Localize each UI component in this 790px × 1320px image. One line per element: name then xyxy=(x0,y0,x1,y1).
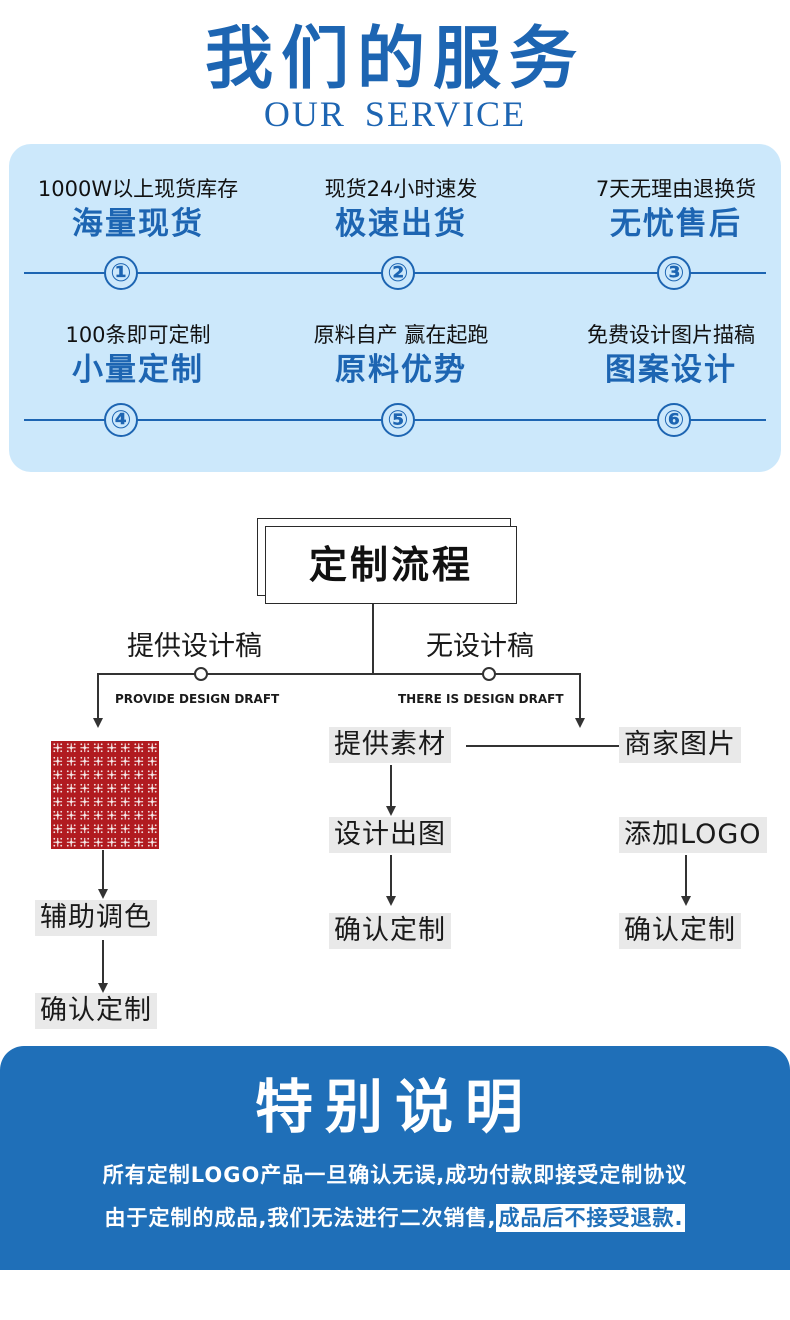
arrow-down-icon xyxy=(98,889,108,899)
service-title: 图案设计 xyxy=(605,352,737,388)
flow-line xyxy=(466,745,619,747)
service-subtitle: 原料自产 赢在起跑 xyxy=(313,323,489,347)
special-note-line-1: 所有定制LOGO产品一旦确认无误,成功付款即接受定制协议 xyxy=(102,1163,688,1187)
step-number-badge: ⑤ xyxy=(381,403,415,437)
service-item-stock: 1000W以上现货库存 海量现货 xyxy=(18,176,258,244)
design-pattern-sample xyxy=(51,741,159,849)
flow-line xyxy=(102,850,104,890)
branch-label-with-draft: 提供设计稿 xyxy=(127,631,262,662)
snowflake-pattern-icon xyxy=(51,741,159,849)
flow-line xyxy=(390,765,392,807)
page-title: 我们的服务 xyxy=(204,20,585,99)
flow-line xyxy=(102,940,104,984)
service-item-shipping: 现货24小时速发 极速出货 xyxy=(281,176,521,244)
flow-line xyxy=(97,673,99,719)
arrow-down-icon xyxy=(386,806,396,816)
page-subtitle: OUR SERVICE xyxy=(263,94,527,134)
service-title: 原料优势 xyxy=(335,352,467,388)
service-item-design: 免费设计图片描稿 图案设计 xyxy=(551,322,790,390)
flow-line xyxy=(372,604,374,674)
step-number-badge: ⑥ xyxy=(657,403,691,437)
special-note-title: 特别说明 xyxy=(254,1073,535,1141)
flow-node-dot xyxy=(194,667,208,681)
step-confirm-order: 确认定制 xyxy=(35,993,157,1029)
branch-label-en: PROVIDE DESIGN DRAFT xyxy=(115,692,280,706)
service-title: 无忧售后 xyxy=(610,206,742,242)
service-title: 极速出货 xyxy=(335,206,467,242)
process-title: 定制流程 xyxy=(265,526,517,604)
service-subtitle: 100条即可定制 xyxy=(65,323,211,347)
step-number-badge: ① xyxy=(104,256,138,290)
no-refund-highlight: 成品后不接受退款. xyxy=(496,1204,686,1232)
service-title: 海量现货 xyxy=(72,206,204,242)
special-note-line-2: 由于定制的成品,我们无法进行二次销售,成品后不接受退款. xyxy=(0,1203,790,1233)
step-confirm-order: 确认定制 xyxy=(619,913,741,949)
step-color-assist: 辅助调色 xyxy=(35,900,157,936)
service-item-raw-material: 原料自产 赢在起跑 原料优势 xyxy=(281,322,521,390)
service-subtitle: 7天无理由退换货 xyxy=(595,177,757,201)
step-confirm-order: 确认定制 xyxy=(329,913,451,949)
arrow-down-icon xyxy=(98,983,108,993)
flow-node-dot xyxy=(482,667,496,681)
branch-label-no-draft: 无设计稿 xyxy=(426,631,534,662)
step-add-logo: 添加LOGO xyxy=(619,817,767,853)
step-number-badge: ③ xyxy=(657,256,691,290)
arrow-down-icon xyxy=(93,718,103,728)
special-note-line-2-text: 由于定制的成品,我们无法进行二次销售, xyxy=(104,1206,497,1230)
service-title: 小量定制 xyxy=(72,352,204,388)
arrow-down-icon xyxy=(575,718,585,728)
step-number-badge: ② xyxy=(381,256,415,290)
arrow-down-icon xyxy=(386,896,396,906)
service-item-aftersales: 7天无理由退换货 无忧售后 xyxy=(556,176,790,244)
step-number-badge: ④ xyxy=(104,403,138,437)
service-item-small-batch: 100条即可定制 小量定制 xyxy=(18,322,258,390)
flow-line xyxy=(390,855,392,897)
step-merchant-image: 商家图片 xyxy=(619,727,741,763)
step-design-output: 设计出图 xyxy=(329,817,451,853)
step-provide-material: 提供素材 xyxy=(329,727,451,763)
arrow-down-icon xyxy=(681,896,691,906)
flow-line xyxy=(685,855,687,897)
service-subtitle: 1000W以上现货库存 xyxy=(37,177,239,201)
special-note-section xyxy=(0,1046,790,1270)
service-subtitle: 免费设计图片描稿 xyxy=(587,323,755,347)
flow-line xyxy=(97,673,581,675)
branch-label-en: THERE IS DESIGN DRAFT xyxy=(398,692,564,706)
flow-line xyxy=(579,673,581,719)
service-subtitle: 现货24小时速发 xyxy=(324,177,478,201)
